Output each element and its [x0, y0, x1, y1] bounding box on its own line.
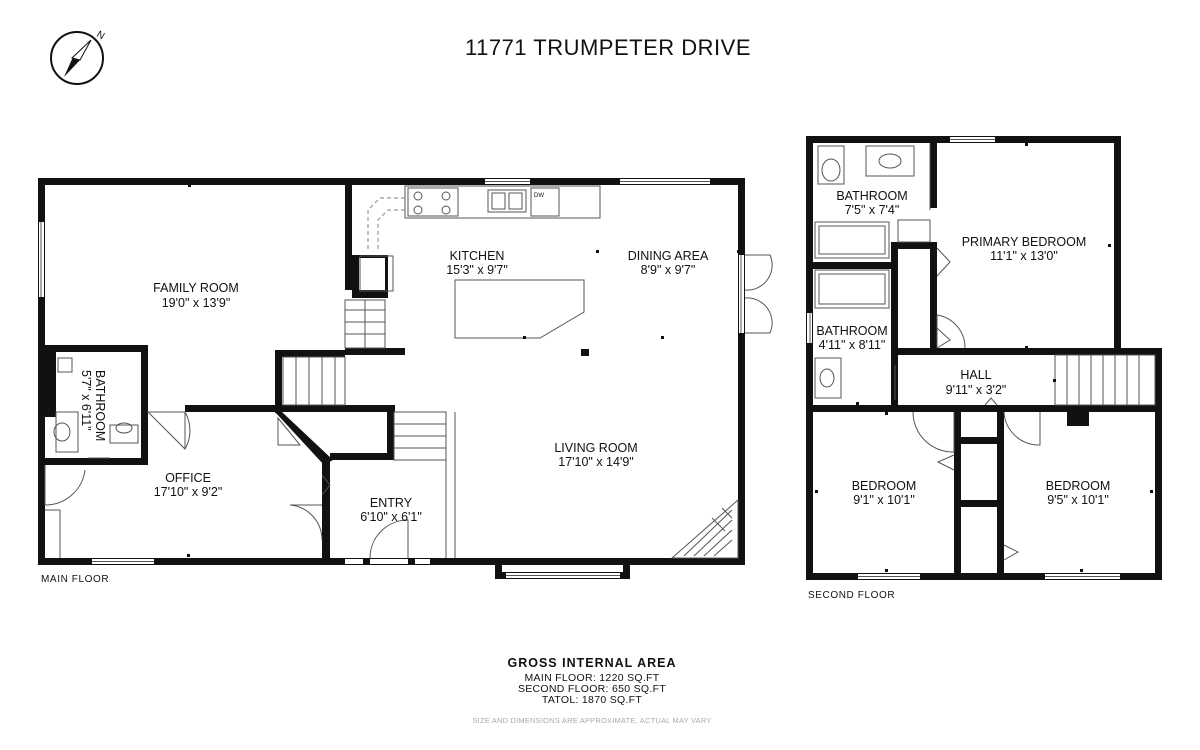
second-floor-fixtures — [814, 143, 931, 399]
kitchen-fixtures: DW — [367, 185, 601, 339]
family-room-name: FAMILY ROOM — [153, 281, 239, 295]
upper-bathroom-1-dims: 7'5" x 7'4" — [845, 203, 900, 217]
dishwasher-label: DW — [534, 193, 544, 199]
area-main-floor: MAIN FLOOR: 1220 SQ.FT — [525, 672, 660, 684]
entry-dims: 6'10" x 6'1" — [360, 510, 422, 524]
dining-area-name: DINING AREA — [628, 249, 709, 263]
office-name: OFFICE — [165, 471, 211, 485]
bedroom-2-dims: 9'5" x 10'1" — [1047, 493, 1109, 507]
main-floor-label: MAIN FLOOR — [41, 574, 109, 585]
dining-area-dims: 8'9" x 9'7" — [641, 263, 696, 277]
main-floor-plan: DW — [38, 178, 773, 579]
compass-north-label: N — [95, 29, 107, 42]
second-floor-label: SECOND FLOOR — [808, 590, 895, 601]
living-room-dims: 17'10" x 14'9" — [558, 455, 634, 469]
hall-dims: 9'11" x 3'2" — [946, 383, 1007, 397]
primary-bedroom-name: PRIMARY BEDROOM — [962, 235, 1087, 249]
kitchen-island — [454, 279, 585, 339]
office-dims: 17'10" x 9'2" — [154, 485, 223, 499]
main-bathroom-fixtures — [53, 357, 139, 459]
upper-bathroom-2-dims: 4'11" x 8'11" — [819, 338, 886, 352]
fireplace — [670, 498, 739, 559]
bedroom-2-name: BEDROOM — [1046, 479, 1111, 493]
living-room-name: LIVING ROOM — [554, 441, 637, 455]
kitchen-dims: 15'3" x 9'7" — [446, 263, 508, 277]
upper-bathroom-2-name: BATHROOM — [816, 324, 887, 338]
second-floor-plan — [806, 136, 1162, 580]
bedroom-1-dims: 9'1" x 10'1" — [853, 493, 915, 507]
family-room-dims: 19'0" x 13'9" — [162, 296, 231, 310]
main-bathroom-name: BATHROOM — [93, 370, 107, 441]
upper-bathroom-1-name: BATHROOM — [836, 189, 907, 203]
main-bathroom-dims: 5'7" x 6'11" — [79, 370, 93, 431]
bedroom-1-name: BEDROOM — [852, 479, 917, 493]
kitchen-name: KITCHEN — [450, 249, 505, 263]
main-stairs — [282, 299, 456, 558]
compass-icon: N — [50, 29, 107, 85]
disclaimer: SIZE AND DIMENSIONS ARE APPROXIMATE, ACT… — [472, 716, 711, 725]
area-summary: GROSS INTERNAL AREA MAIN FLOOR: 1220 SQ.… — [472, 656, 711, 725]
property-title: 11771 TRUMPETER DRIVE — [465, 35, 751, 60]
primary-bedroom-dims: 11'1" x 13'0" — [990, 249, 1058, 263]
area-heading: GROSS INTERNAL AREA — [507, 656, 676, 670]
hall-name: HALL — [960, 368, 991, 382]
area-total: TATOL: 1870 SQ.FT — [542, 694, 643, 706]
entry-name: ENTRY — [370, 496, 413, 510]
area-second-floor: SECOND FLOOR: 650 SQ.FT — [518, 683, 666, 695]
second-stairs — [1054, 354, 1156, 406]
